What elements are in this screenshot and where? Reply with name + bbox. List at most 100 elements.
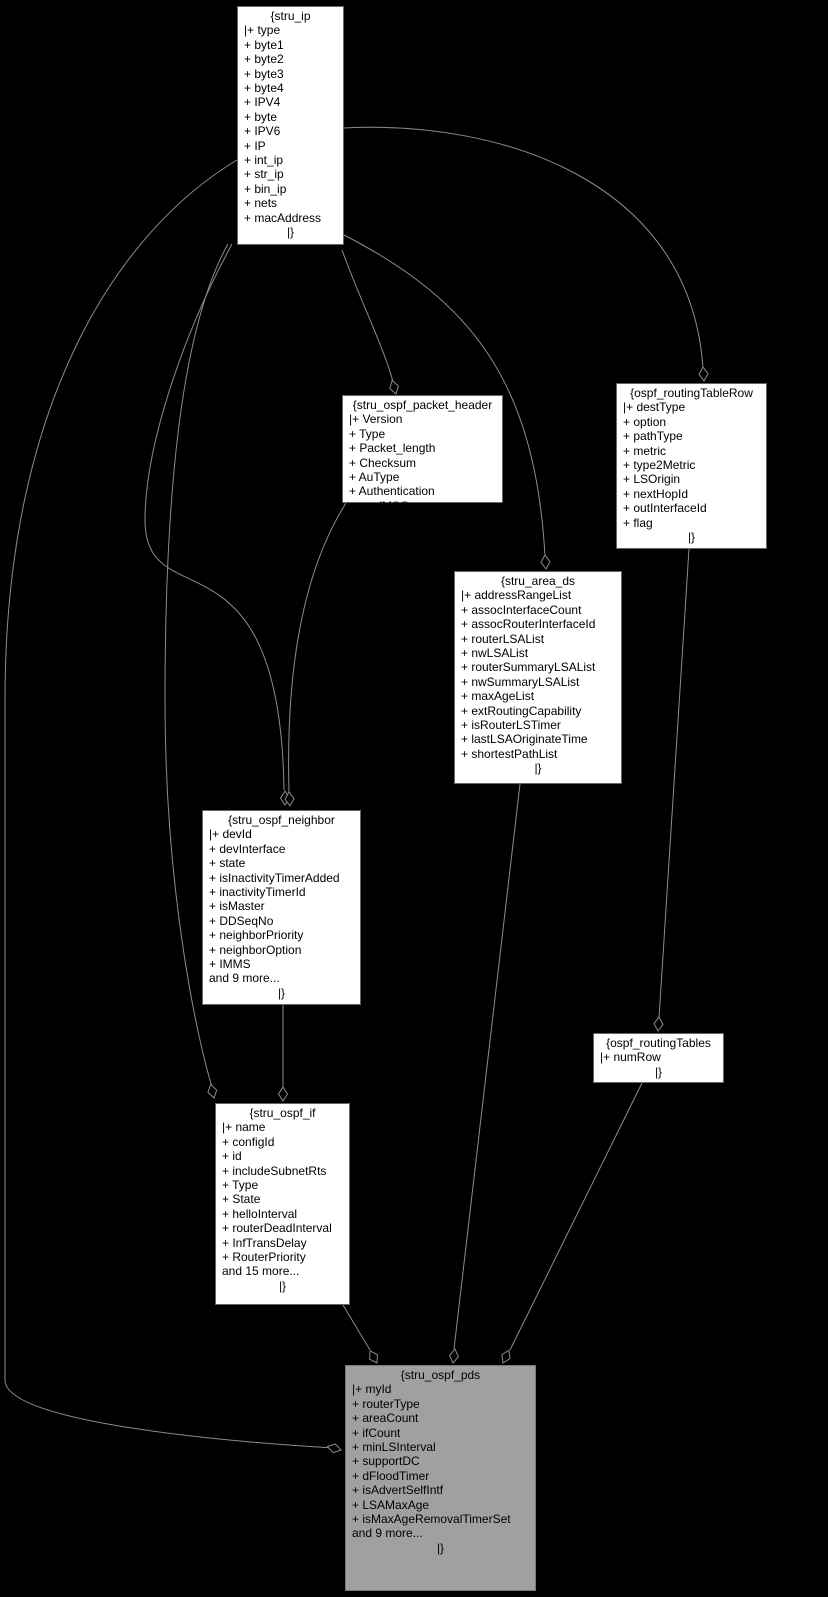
node-member: + isMaxAgeRemovalTimerSet [352, 1512, 511, 1527]
node-member: + InfTransDelay [222, 1235, 307, 1250]
node-end: |} [654, 1064, 663, 1079]
class-node-stru-ospf-pds[interactable]: {stru_ospf_pds|+ myId+ routerType+ areaC… [345, 1365, 536, 1591]
edge-ip-to-pds [4, 159, 334, 1449]
node-member: + supportDC [352, 1454, 420, 1469]
node-title: {stru_area_ds [500, 574, 576, 588]
node-member: + includeSubnetRts [222, 1163, 327, 1178]
node-member: and 9 more... [209, 971, 280, 986]
node-end: |} [286, 225, 295, 240]
node-title: {stru_ospf_neighbor [228, 813, 335, 827]
edge-if-to-pds [342, 1304, 371, 1351]
edge-ip-to-if [164, 243, 229, 1091]
node-member: + byte1 [244, 37, 284, 52]
node-member: |+ myId [352, 1382, 392, 1397]
node-member: |+ type [244, 23, 281, 38]
node-title: {ospf_routingTables [606, 1036, 711, 1050]
node-member: + helloInterval [222, 1206, 298, 1221]
node-title: {stru_ospf_pds [400, 1368, 481, 1382]
node-member: + lastLSAOriginateTime [461, 732, 588, 747]
node-member: + byte [244, 109, 278, 124]
node-member: + routerType [352, 1396, 420, 1411]
node-member: + maxAgeList [461, 689, 535, 704]
node-member: + shortestPathList [461, 746, 558, 761]
class-node-ospf-routingTables[interactable]: {ospf_routingTables|+ numRow|} [593, 1033, 724, 1083]
node-member: + byte3 [244, 66, 284, 81]
edge-ip-to-packet-header [341, 249, 394, 383]
aggregation-diamond-icon [448, 1348, 460, 1364]
node-member: |+ devId [209, 827, 252, 842]
node-title: {stru_ospf_packet_header [352, 398, 493, 412]
node-member: + devInterface [209, 841, 286, 856]
node-member: + routerLSAList [461, 631, 545, 646]
node-end: |} [277, 985, 286, 1000]
node-member: + nwSummaryLSAList [461, 674, 580, 689]
node-member: + bin_ip [244, 181, 287, 196]
node-title: {ospf_routingTableRow [630, 386, 753, 400]
node-member: + routerSummaryLSAList [461, 660, 596, 675]
node-member: |+ name [222, 1120, 266, 1135]
node-member: + IPV4 [244, 95, 281, 110]
node-end: |} [418, 513, 427, 528]
node-member: + state [209, 856, 246, 871]
node-member: + metric [623, 443, 667, 458]
node-member: + inactivityTimerId [209, 885, 306, 900]
node-member: + assocRouterInterfaceId [461, 617, 596, 632]
node-member: + State [222, 1192, 261, 1207]
class-node-ospf-routingTableRow[interactable]: {ospf_routingTableRow|+ destType+ option… [616, 383, 767, 549]
node-member: + pathType [623, 429, 683, 444]
node-member: + minLSInterval [352, 1440, 436, 1455]
edge-area-ds-to-pds [453, 783, 521, 1350]
aggregation-diamond-icon [369, 1350, 378, 1364]
aggregation-diamond-icon [207, 1083, 218, 1099]
node-member: + type2Metric [623, 458, 696, 473]
node-member: |+ numRow [600, 1050, 661, 1065]
node-member: + Type [349, 426, 386, 441]
node-member: + routerDeadInterval [222, 1221, 332, 1236]
class-node-stru-ospf-if[interactable]: {stru_ospf_if|+ name+ configId+ id+ incl… [215, 1103, 350, 1305]
node-member: + isMaster [209, 899, 265, 914]
node-end: |} [687, 530, 696, 545]
edge-routing-row-to-tables [658, 548, 690, 1019]
aggregation-diamond-icon [698, 366, 709, 382]
node-member: + AuType [349, 470, 400, 485]
aggregation-diamond-icon [501, 1349, 511, 1364]
node-member: + macAddress [244, 210, 322, 225]
node-member: + int_ip [244, 153, 284, 168]
aggregation-diamond-icon [653, 1016, 664, 1032]
node-member: + RouterPriority [222, 1250, 306, 1265]
node-member: + Checksum [349, 455, 417, 470]
node-end: |} [436, 1540, 445, 1555]
node-member: and 9 more... [352, 1526, 423, 1541]
node-member: + Type [222, 1178, 259, 1193]
node-member: + LSAMaxAge [352, 1497, 430, 1512]
node-member: + nwLSAList [461, 646, 529, 661]
aggregation-diamond-icon [389, 379, 399, 395]
node-member: + nets [244, 196, 278, 211]
class-node-stru-ip[interactable]: {stru_ip|+ type+ byte1+ byte2+ byte3+ by… [237, 6, 344, 245]
node-member: + isRouterLSTimer [461, 718, 561, 733]
node-member: |+ destType [623, 400, 686, 415]
node-member: + IMMS [209, 957, 251, 972]
edge-ip-to-neighbor [144, 243, 285, 791]
edge-ip-to-area-ds [343, 234, 546, 557]
edge-tables-to-pds [509, 1082, 643, 1351]
node-title: {stru_ospf_if [249, 1106, 316, 1120]
node-member: + option [623, 414, 667, 429]
node-member: + isInactivityTimerAdded [209, 870, 340, 885]
node-member: + ospfMSG [349, 498, 410, 513]
node-member: + str_ip [244, 167, 284, 182]
node-member: + extRoutingCapability [461, 703, 582, 718]
aggregation-diamond-icon [277, 1086, 289, 1102]
aggregation-diamond-icon [284, 791, 295, 807]
edge-ip-to-routing-row [343, 126, 704, 369]
class-node-stru-area-ds[interactable]: {stru_area_ds|+ addressRangeList+ assocI… [454, 571, 622, 784]
node-member: + id [222, 1149, 242, 1164]
node-member: + byte4 [244, 81, 284, 96]
class-node-stru-ospf-neighbor[interactable]: {stru_ospf_neighbor|+ devId+ devInterfac… [202, 810, 361, 1005]
node-member: + configId [222, 1134, 275, 1149]
node-member: + LSOrigin [623, 472, 681, 487]
class-node-stru-ospf-packet-header[interactable]: {stru_ospf_packet_header|+ Version+ Type… [342, 395, 503, 527]
node-member: + nextHopId [623, 486, 689, 501]
node-title: {stru_ip [270, 9, 311, 23]
